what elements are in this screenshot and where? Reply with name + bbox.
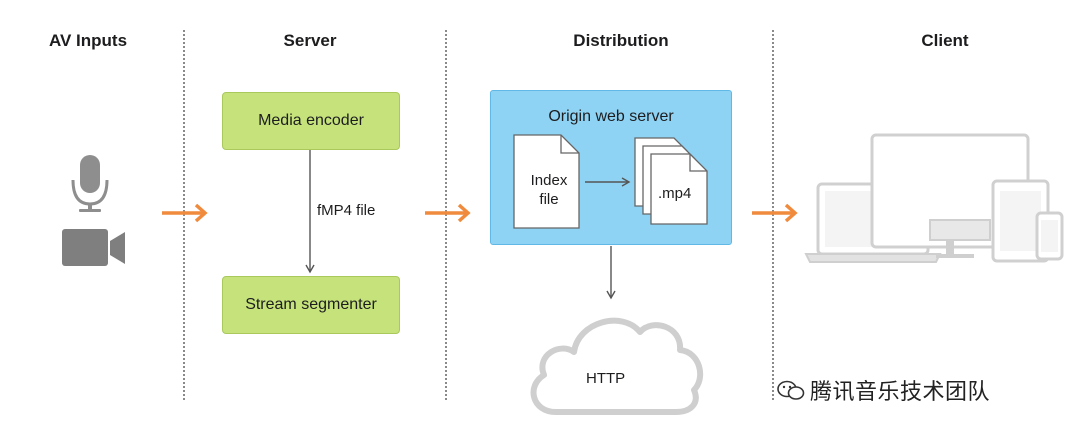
- media-encoder-label: Media encoder: [258, 112, 364, 129]
- phone-icon: [1035, 211, 1064, 261]
- watermark-text: 腾讯音乐技术团队: [810, 380, 991, 405]
- index-label-line1: Index: [530, 172, 568, 189]
- video-camera-icon: [62, 229, 125, 266]
- flow-arrow-server-to-distribution: [425, 203, 471, 223]
- column-title-server: Server: [283, 31, 337, 50]
- distribution-files: [513, 134, 708, 229]
- column-title-client: Client: [921, 31, 969, 50]
- separator-distribution-client: [772, 30, 774, 400]
- separator-inputs-server: [183, 30, 185, 400]
- fmp4-file-label: fMP4 file: [317, 202, 376, 219]
- document-icon: [513, 134, 580, 229]
- stream-segmenter-box: Stream segmenter: [222, 276, 400, 334]
- microphone-icon: [71, 155, 109, 212]
- origin-web-server-box: Origin web server Index file .mp4: [490, 90, 732, 245]
- media-encoder-box: Media encoder: [222, 92, 400, 150]
- column-title-av-inputs: AV Inputs: [48, 31, 128, 50]
- http-label: HTTP: [586, 370, 626, 387]
- mp4-file-stack: [634, 137, 708, 225]
- cloud-icon: [530, 317, 704, 415]
- index-label-line2: file: [539, 191, 559, 208]
- watermark: 腾讯音乐技术团队: [776, 374, 990, 406]
- wechat-icon: [777, 380, 805, 400]
- separator-server-distribution: [445, 30, 447, 400]
- flow-arrow-inputs-to-server: [162, 203, 208, 223]
- index-file-label: Index file: [519, 171, 579, 209]
- stream-segmenter-label: Stream segmenter: [245, 296, 377, 313]
- desktop-monitor-icon: [870, 133, 1030, 258]
- flow-arrow-distribution-to-client: [752, 203, 798, 223]
- tablet-icon: [991, 179, 1050, 263]
- origin-web-server-label: Origin web server: [548, 108, 674, 125]
- mp4-label: .mp4: [658, 185, 692, 202]
- column-title-distribution: Distribution: [573, 31, 669, 50]
